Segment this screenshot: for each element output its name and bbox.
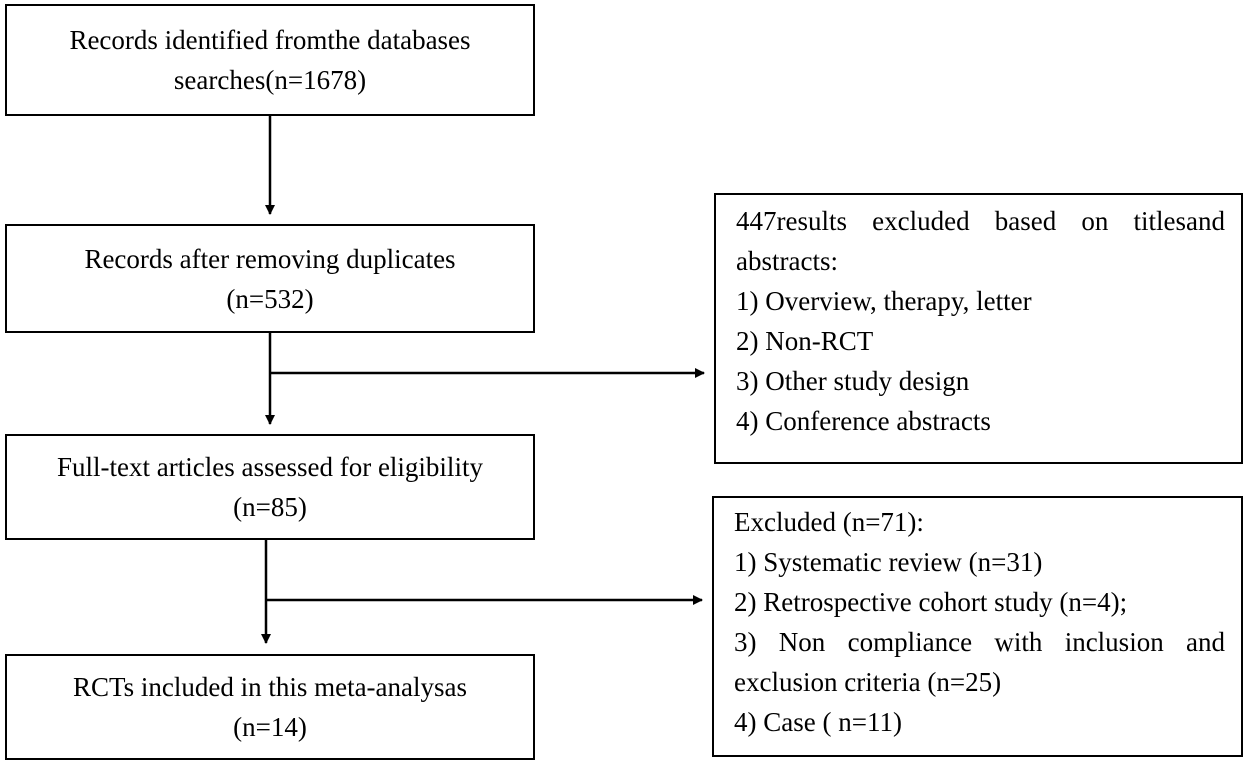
exclusion-heading-line2: abstracts:: [736, 246, 838, 276]
exclusion-reason-item: 1) Overview, therapy, letter: [736, 286, 1032, 316]
records-identified-box: Records identified fromthe databases sea…: [5, 4, 535, 116]
fulltext-exclusion-item: 4) Case ( n=11): [734, 707, 902, 737]
included-line2: (n=14): [233, 712, 307, 742]
exclusion-reason-item: 4) Conference abstracts: [736, 406, 991, 436]
records-identified-line1: Records identified fromthe databases: [69, 25, 471, 55]
exclusion-reason-item: 3) Other study design: [736, 366, 970, 396]
full-text-line2: (n=85): [233, 492, 307, 522]
records-after-duplicates-box: Records after removing duplicates (n=532…: [5, 224, 535, 333]
fulltext-exclusion-item: 3) Non compliance with inclusion and: [734, 627, 1225, 657]
rcts-included-box: RCTs included in this meta-analysas (n=1…: [5, 654, 535, 760]
after-duplicates-line2: (n=532): [226, 283, 314, 314]
full-text-exclusion-box: Excluded (n=71): 1) Systematic review (n…: [712, 496, 1243, 757]
exclusion-reason-item: 2) Non-RCT: [736, 326, 874, 356]
title-abstract-exclusion-box: 447results excluded based on titlesand a…: [714, 193, 1243, 464]
exclusion-heading-line1: 447results excluded based on titlesand: [736, 206, 1225, 236]
records-identified-line2: searches(n=1678): [173, 65, 367, 95]
fulltext-exclusion-item: 2) Retrospective cohort study (n=4);: [734, 587, 1128, 617]
fulltext-exclusion-item-continued: exclusion criteria (n=25): [734, 667, 1002, 697]
full-text-line1: Full-text articles assessed for eligibil…: [57, 452, 483, 482]
fulltext-exclusion-heading: Excluded (n=71):: [734, 507, 924, 537]
after-duplicates-line1: Records after removing duplicates: [84, 243, 456, 274]
full-text-assessed-box: Full-text articles assessed for eligibil…: [5, 434, 535, 540]
fulltext-exclusion-item: 1) Systematic review (n=31): [734, 547, 1043, 577]
included-line1: RCTs included in this meta-analysas: [72, 672, 468, 702]
